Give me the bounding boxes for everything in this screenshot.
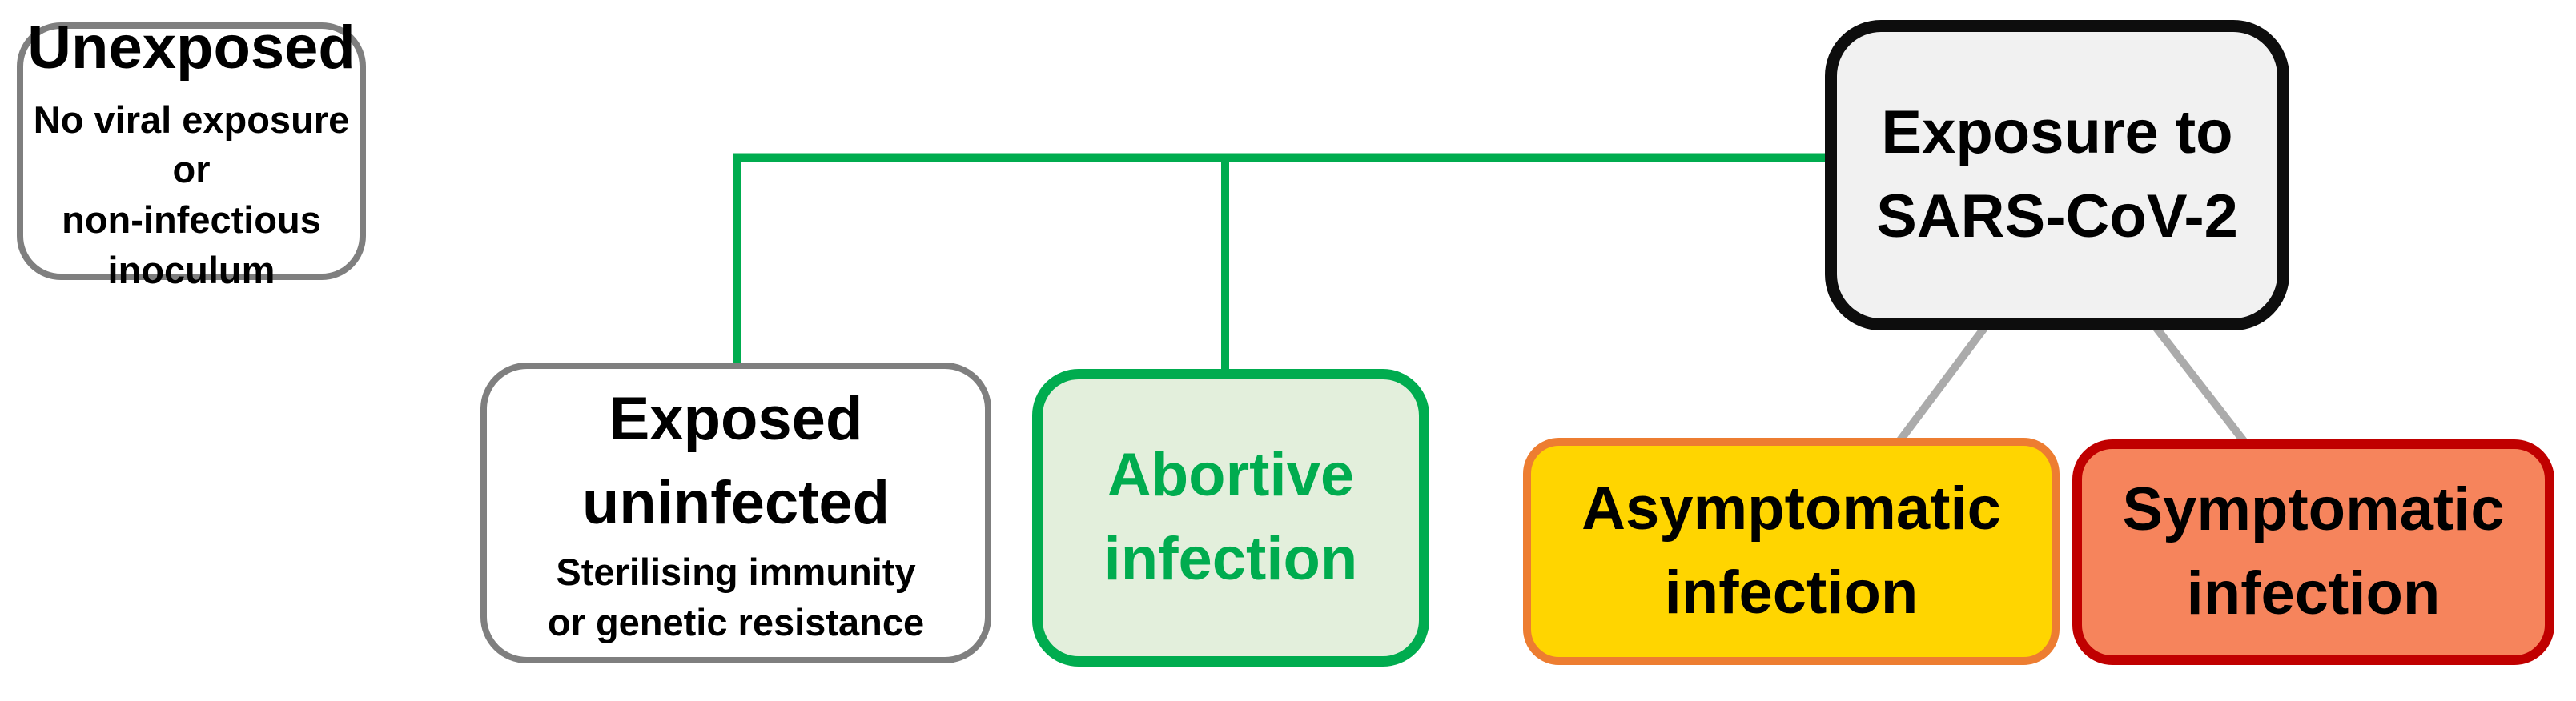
node-exposure-title: Exposure to SARS-CoV-2	[1876, 98, 2238, 250]
node-symptomatic-infection: Symptomatic infection	[2072, 439, 2554, 665]
node-abortive-title: Abortive infection	[1103, 441, 1358, 593]
node-exposed-uninfected-subtitle: Sterilising immunity or genetic resistan…	[547, 550, 925, 643]
node-unexposed-subtitle: No viral exposure or non-infectious inoc…	[33, 98, 350, 292]
connector-gray-diagonal-asymptomatic	[1895, 326, 1987, 446]
node-exposed-uninfected: Exposed uninfected Sterilising immunity …	[480, 363, 991, 663]
node-unexposed-title: Unexposed	[27, 13, 356, 82]
node-asymptomatic-title: Asymptomatic infection	[1581, 475, 2001, 627]
node-exposure-to-sars-cov-2: Exposure to SARS-CoV-2	[1825, 20, 2289, 330]
node-asymptomatic-infection: Asymptomatic infection	[1523, 438, 2060, 665]
node-exposed-uninfected-title: Exposed uninfected	[581, 385, 890, 538]
node-unexposed: Unexposed No viral exposure or non-infec…	[17, 14, 366, 291]
node-abortive-infection: Abortive infection	[1032, 369, 1429, 667]
connector-gray-diagonal-symptomatic	[2153, 325, 2250, 448]
node-symptomatic-title: Symptomatic infection	[2122, 475, 2505, 627]
